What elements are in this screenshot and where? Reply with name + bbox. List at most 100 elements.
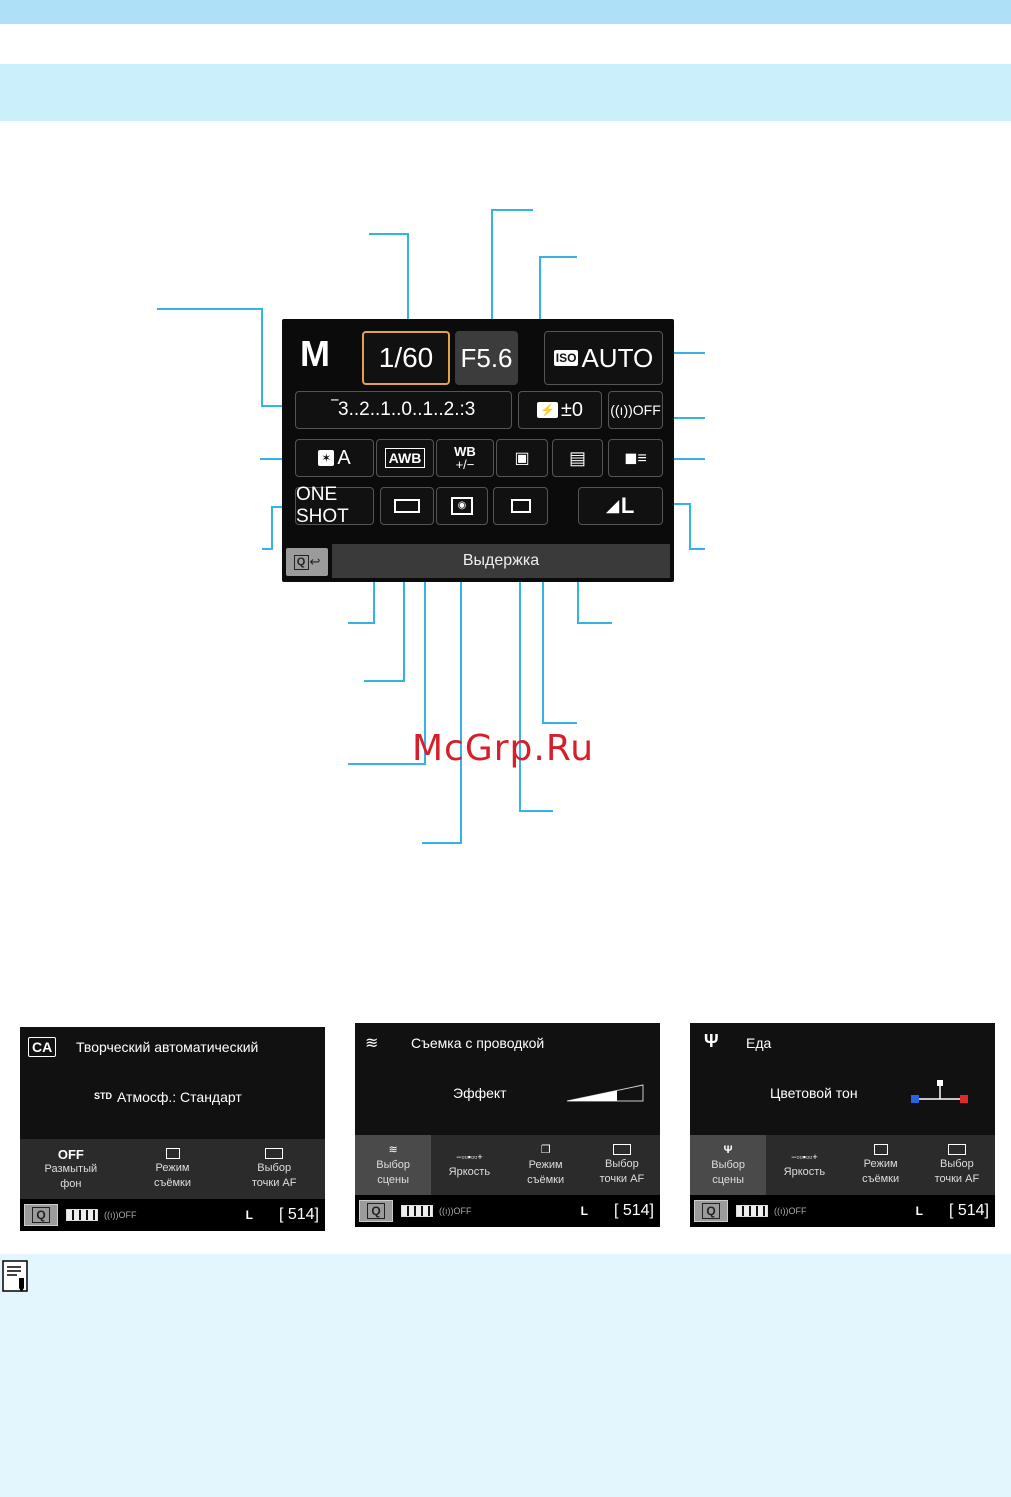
q-icon: Q	[32, 1207, 50, 1223]
q-button[interactable]: Q	[24, 1204, 58, 1226]
white-balance-button[interactable]: AWB	[376, 439, 434, 477]
panning-icon: ≋	[365, 1035, 379, 1052]
drive-label: Режим съёмки	[527, 1158, 565, 1186]
image-quality-button[interactable]: ◢ L	[578, 487, 663, 525]
iso-tag: ISO	[553, 350, 579, 366]
screen-title: Творческий автоматический	[76, 1039, 259, 1055]
wifi-button[interactable]: ((ı))OFF	[608, 391, 663, 429]
quality-value: L	[580, 1204, 588, 1218]
single-shot-icon	[510, 499, 531, 513]
af-mode-button[interactable]: ONE SHOT	[295, 484, 374, 527]
leader-drive	[519, 521, 553, 812]
iso-button[interactable]: ISO AUTO	[544, 331, 663, 385]
ca-mode-icon: CA	[28, 1037, 57, 1057]
wb-shift-range: +/−	[455, 457, 475, 472]
q-button[interactable]: Q	[359, 1200, 393, 1222]
af-point-option[interactable]: Выбор точки AF	[584, 1135, 660, 1195]
wb-shift-button[interactable]: WB +/−	[436, 439, 494, 477]
af-mode-value: ONE SHOT	[296, 484, 349, 527]
shots-remaining: [ 514]	[613, 1202, 654, 1219]
title-band	[0, 64, 1011, 121]
exposure-scale: ‾3..2..1..0..1..2.:3	[331, 399, 476, 420]
shots-remaining: [ 514]	[278, 1206, 319, 1223]
quick-control-screen: M 1/60 F5.6 ISO AUTO ‾3..2..1..0..1..2.:…	[282, 319, 674, 582]
screen-top: ≋ Съемка с проводкой Эффект	[355, 1023, 660, 1135]
panning-icon: ≋	[388, 1143, 398, 1156]
status-bar: Q ((ı))OFF L [ 514]	[20, 1199, 325, 1231]
q-return-button[interactable]: Q ↩	[286, 548, 328, 576]
fork-knife-icon: Ψ	[723, 1143, 733, 1156]
note-band	[0, 1254, 1011, 1497]
camera-settings-icon: ◼≡	[624, 450, 647, 467]
drive-option[interactable]: Режим съёмки	[843, 1135, 919, 1195]
brightness-scale-icon: −▫▫▪▫▫+	[791, 1152, 818, 1162]
metering-icon: ◉	[451, 497, 473, 515]
wb-shift-label: WB	[454, 444, 476, 459]
auto-lighting-button[interactable]: ▤	[552, 439, 603, 477]
drive-option[interactable]: Режим съёмки	[122, 1139, 224, 1199]
shutter-speed-button[interactable]: 1/60	[362, 331, 450, 385]
leader-shutter	[369, 233, 409, 335]
drive-label: Режим съёмки	[154, 1161, 192, 1189]
single-shot-icon	[873, 1143, 888, 1155]
effect-label: Эффект	[453, 1085, 507, 1101]
scene-option[interactable]: Ψ Выбор сцены	[690, 1135, 767, 1195]
quality-value: L	[620, 493, 635, 518]
shutter-speed-value: 1/60	[378, 342, 434, 373]
picture-style-button[interactable]: ✶ A	[295, 439, 374, 477]
wifi-off-icon: ((ı))OFF	[104, 1210, 137, 1220]
std-icon: STD	[94, 1091, 112, 1101]
af-point-option[interactable]: Выбор точки AF	[919, 1135, 995, 1195]
exposure-scale-button[interactable]: ‾3..2..1..0..1..2.:3	[295, 391, 512, 429]
battery-icon	[736, 1205, 768, 1217]
function-name: Выдержка	[462, 552, 540, 569]
option-row: ≋ Выбор сцены −▫▫▪▫▫+ Яркость ❐ Режим съ…	[355, 1135, 660, 1195]
shots-remaining: [ 514]	[948, 1202, 989, 1219]
custom-controls-button[interactable]: ◼≡	[608, 439, 663, 477]
color-tone-label: Цветовой тон	[770, 1085, 858, 1101]
drive-option[interactable]: ❐ Режим съёмки	[508, 1135, 584, 1195]
af-area-button[interactable]	[380, 487, 434, 525]
flash-comp-button[interactable]: ⚡ ±0	[518, 391, 602, 429]
blur-label: Размытый фон	[44, 1162, 98, 1190]
screen-top: Ψ Еда Цветовой тон	[690, 1023, 995, 1135]
screen-title: Еда	[746, 1035, 772, 1051]
metering-button[interactable]: ◉	[436, 487, 488, 525]
wb-value: AWB	[384, 448, 426, 468]
quality-value: L	[915, 1204, 923, 1218]
brightness-option[interactable]: −▫▫▪▫▫+ Яркость	[766, 1135, 842, 1195]
return-icon: ↩	[309, 554, 321, 569]
brightness-option[interactable]: −▫▫▪▫▫+ Яркость	[431, 1135, 507, 1195]
af-point-label: Выбор точки AF	[934, 1157, 980, 1185]
creative-auto-screen: CA Творческий автоматический STD Атмосф.…	[20, 1027, 325, 1231]
af-point-label: Выбор точки AF	[599, 1157, 645, 1185]
q-button[interactable]: Q	[694, 1200, 728, 1222]
wb-bracket-button[interactable]: ▣	[496, 439, 548, 477]
q-icon: Q	[367, 1203, 385, 1219]
watermark: McGrp.Ru	[412, 728, 595, 769]
drive-label: Режим съёмки	[862, 1157, 900, 1185]
header-band	[0, 0, 1011, 24]
single-shot-icon	[165, 1147, 180, 1159]
wifi-off-icon: ((ı))OFF	[610, 402, 661, 418]
background-blur-option[interactable]: OFF Размытый фон	[20, 1139, 122, 1199]
scene-option[interactable]: ≋ Выбор сцены	[355, 1135, 432, 1195]
aperture-value: F5.6	[460, 342, 513, 373]
brightness-scale-icon: −▫▫▪▫▫+	[456, 1152, 483, 1162]
aperture-button[interactable]: F5.6	[455, 331, 518, 385]
iso-value: AUTO	[581, 342, 654, 373]
blur-value: OFF	[57, 1146, 84, 1162]
atmosphere-label: Атмосф.: Стандарт	[117, 1089, 242, 1105]
shooting-mode: M	[300, 333, 330, 374]
wifi-off-icon: ((ı))OFF	[774, 1206, 807, 1216]
effect-level-icon	[566, 1084, 644, 1102]
screen-title: Съемка с проводкой	[411, 1035, 545, 1051]
wb-bracket-icon: ▣	[514, 450, 530, 467]
af-area-icon	[612, 1143, 631, 1155]
drive-mode-button[interactable]	[493, 487, 548, 525]
option-row: Ψ Выбор сцены −▫▫▪▫▫+ Яркость Режим съём…	[690, 1135, 995, 1195]
fork-knife-icon: Ψ	[704, 1031, 719, 1051]
battery-icon	[66, 1209, 98, 1221]
af-point-option[interactable]: Выбор точки AF	[223, 1139, 325, 1199]
screen-top: CA Творческий автоматический STD Атмосф.…	[20, 1027, 325, 1139]
